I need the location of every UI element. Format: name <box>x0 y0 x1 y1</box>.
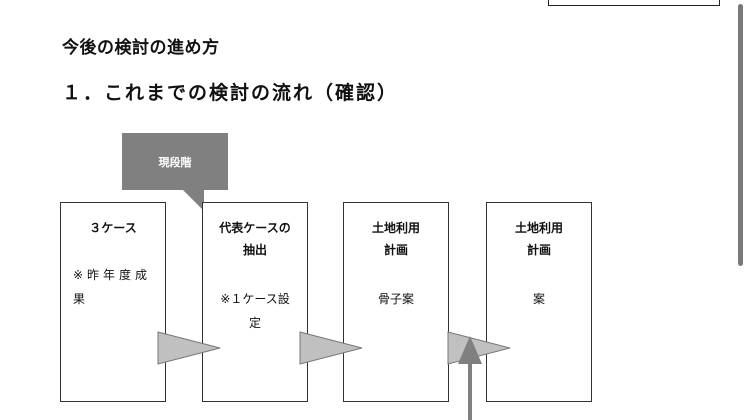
flow-card-land-use-draft: 土地利用計画 案 <box>486 202 592 402</box>
card-title: 土地利用計画 <box>371 221 420 257</box>
card-title: ３ケース <box>89 221 137 235</box>
card-title: 代表ケースの抽出 <box>219 221 291 257</box>
top-frame-edge <box>548 0 720 6</box>
scrollbar-thumb[interactable] <box>738 4 743 266</box>
card-title: 土地利用計画 <box>514 221 563 257</box>
current-stage-callout: 現段階 <box>122 133 228 190</box>
up-arrow-head <box>458 336 482 364</box>
callout-pointer <box>182 189 204 211</box>
page-heading: 今後の検討の進め方 <box>62 38 220 58</box>
card-description: 案 <box>532 292 545 306</box>
flow-card-land-use-outline: 土地利用計画 骨子案 <box>343 202 449 402</box>
flow-card-representative-case: 代表ケースの抽出 ※１ケース設定 <box>202 202 308 402</box>
card-description: 骨子案 <box>377 292 414 306</box>
card-description: ※１ケース設定 <box>220 292 290 330</box>
section-title: １．これまでの検討の流れ（確認） <box>62 82 399 104</box>
flow-card-three-cases: ３ケース ※昨年度成果 <box>60 202 166 402</box>
current-stage-label: 現段階 <box>158 156 192 169</box>
card-description: ※昨年度成果 <box>73 268 152 306</box>
